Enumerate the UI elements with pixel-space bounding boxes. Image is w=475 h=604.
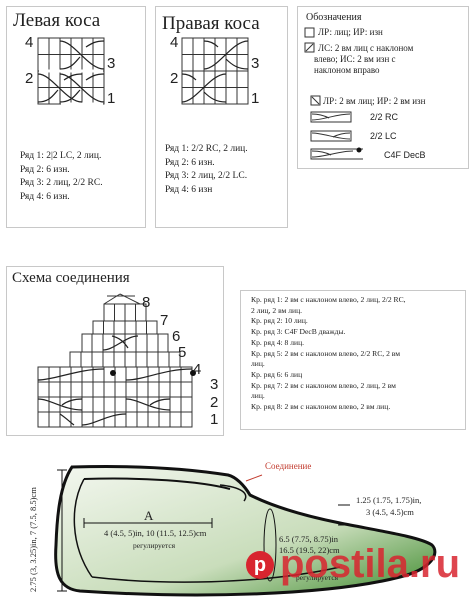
left-braid-rows: Ряд 1: 2|2 LC, 2 лиц. Ряд 2: 6 изн. Ряд … <box>20 150 103 204</box>
right-row-4: Ряд 4: 6 изн <box>165 184 213 195</box>
left-braid-panel <box>6 6 146 228</box>
right-row-number-2: 2 <box>170 70 179 87</box>
left-row-number-4: 4 <box>25 34 34 51</box>
right-row-1: Ряд 1: 2/2 RC, 2 лиц. <box>165 144 248 154</box>
slipper-width: 6.5 (7.75, 8.75)in <box>279 534 339 544</box>
watermark: p postila.ru <box>246 542 460 587</box>
left-row-number-1: 1 <box>107 90 116 107</box>
slipper-letter-a: A <box>144 508 154 523</box>
slipper-outline <box>54 464 437 597</box>
join-scheme-title: Схема соединения <box>12 270 130 286</box>
join-row-3: Кр. ряд 3: C4F DecB дважды. <box>251 327 346 337</box>
join-row-number-5: 5 <box>178 344 187 361</box>
right-row-number-4: 4 <box>170 34 179 51</box>
knit-purl-symbol-icon <box>304 27 315 38</box>
join-row-number-4: 4 <box>193 361 202 378</box>
left-row-2: Ряд 2: 6 изн. <box>20 164 70 175</box>
legend-lc: 2/2 LC <box>370 131 397 141</box>
join-row-8: Кр. ряд 8: 2 вм с наклоном влево, 2 вм л… <box>251 402 391 412</box>
right-row-number-1: 1 <box>251 90 260 107</box>
left-braid-title: Левая коса <box>13 10 101 31</box>
slipper-diagram <box>54 464 437 597</box>
left-row-3: Ряд 3: 2 лиц, 2/2 RC. <box>20 178 103 188</box>
slipper-cuff: 1.25 (1.75, 1.75)in, <box>356 495 422 505</box>
join-row-5b: лиц. <box>251 359 265 369</box>
legend-c4f-decb: C4F DecB <box>384 150 426 160</box>
slipper-cuff-cm: 3 (4.5, 4.5)cm <box>366 507 414 517</box>
join-row-4: Кр. ряд 4: 8 лиц. <box>251 337 305 347</box>
legend-symbols <box>304 27 363 160</box>
slipper-height: 2.75 (3, 3.25)in, 7 (7.5, 8.5)cm <box>28 487 38 592</box>
join-row-number-6: 6 <box>172 328 181 345</box>
slipper-width-cm: 16.5 (19.5, 22)cm <box>279 545 340 555</box>
slipper-adjustable-2: регулируется <box>296 573 339 582</box>
join-row-6: Кр. ряд 6: 6 лиц <box>251 369 303 379</box>
left-row-1: Ряд 1: 2|2 LC, 2 лиц. <box>20 151 102 161</box>
join-row-number-3: 3 <box>210 376 219 393</box>
join-scheme-chart <box>37 293 196 428</box>
watermark-text: postila.ru <box>280 542 461 586</box>
right-braid-chart <box>181 37 249 105</box>
left-row-number-2: 2 <box>25 70 34 87</box>
join-row-5a: Кр. ряд 5: 2 вм с наклоном влево, 2/2 RC… <box>251 348 401 358</box>
join-rows-panel <box>240 290 466 430</box>
rc-symbol-icon <box>310 111 352 123</box>
lc-symbol-icon <box>310 130 352 142</box>
join-row-1b: 2 лиц, 2 вм лиц. <box>251 305 303 315</box>
legend-panel <box>297 6 469 169</box>
left-braid-chart <box>37 37 105 106</box>
legend-ssk-line3: наклоном вправо <box>314 65 380 75</box>
k2tog-symbol-icon <box>310 95 321 106</box>
right-row-3: Ряд 3: 2 лиц, 2/2 LC. <box>165 171 248 181</box>
join-row-number-1: 1 <box>210 411 219 428</box>
pin-logo-icon: p <box>246 550 274 579</box>
ssk-symbol-icon <box>304 42 315 53</box>
legend-title: Обозначения <box>306 12 362 23</box>
join-row-number-2: 2 <box>210 394 219 411</box>
right-braid-title: Правая коса <box>162 13 260 34</box>
slipper-join-label: Соединение <box>265 461 312 471</box>
join-row-1a: Кр. ряд 1: 2 вм с наклоном влево, 2 лиц,… <box>251 295 406 304</box>
legend-k2tog: ЛР: 2 вм лиц; ИР: 2 вм изн <box>323 96 426 106</box>
join-rows-text: Кр. ряд 1: 2 вм с наклоном влево, 2 лиц,… <box>251 295 406 413</box>
legend-ssk-line1: ЛС: 2 вм лиц с наклоном <box>318 43 414 53</box>
slipper-length: 4 (4.5, 5)in, 10 (11.5, 12.5)cm <box>104 528 207 538</box>
legend-ssk-line2: влево; ИС: 2 вм изн с <box>314 54 396 64</box>
join-row-7a: Кр. ряд 7: 2 вм с наклоном влево, 2 лиц,… <box>251 380 396 390</box>
left-row-4: Ряд 4: 6 изн. <box>20 191 70 202</box>
right-braid-panel <box>155 6 288 228</box>
legend-knit-purl: ЛР: лиц; ИР: изн <box>318 27 383 37</box>
right-row-2: Ряд 2: 6 изн. <box>165 157 215 168</box>
join-row-number-7: 7 <box>160 312 169 329</box>
join-row-2: Кр. ряд 2: 10 лиц. <box>251 316 308 326</box>
right-row-number-3: 3 <box>251 55 260 72</box>
join-row-number-8: 8 <box>142 294 151 311</box>
join-row-7b: лиц. <box>251 391 265 401</box>
legend-rc: 2/2 RC <box>370 112 399 122</box>
c4f-decb-symbol-icon <box>310 148 363 160</box>
left-row-number-3: 3 <box>107 55 116 72</box>
slipper-adjustable: регулируется <box>133 541 176 550</box>
right-braid-rows: Ряд 1: 2/2 RC, 2 лиц. Ряд 2: 6 изн. Ряд … <box>165 143 248 197</box>
